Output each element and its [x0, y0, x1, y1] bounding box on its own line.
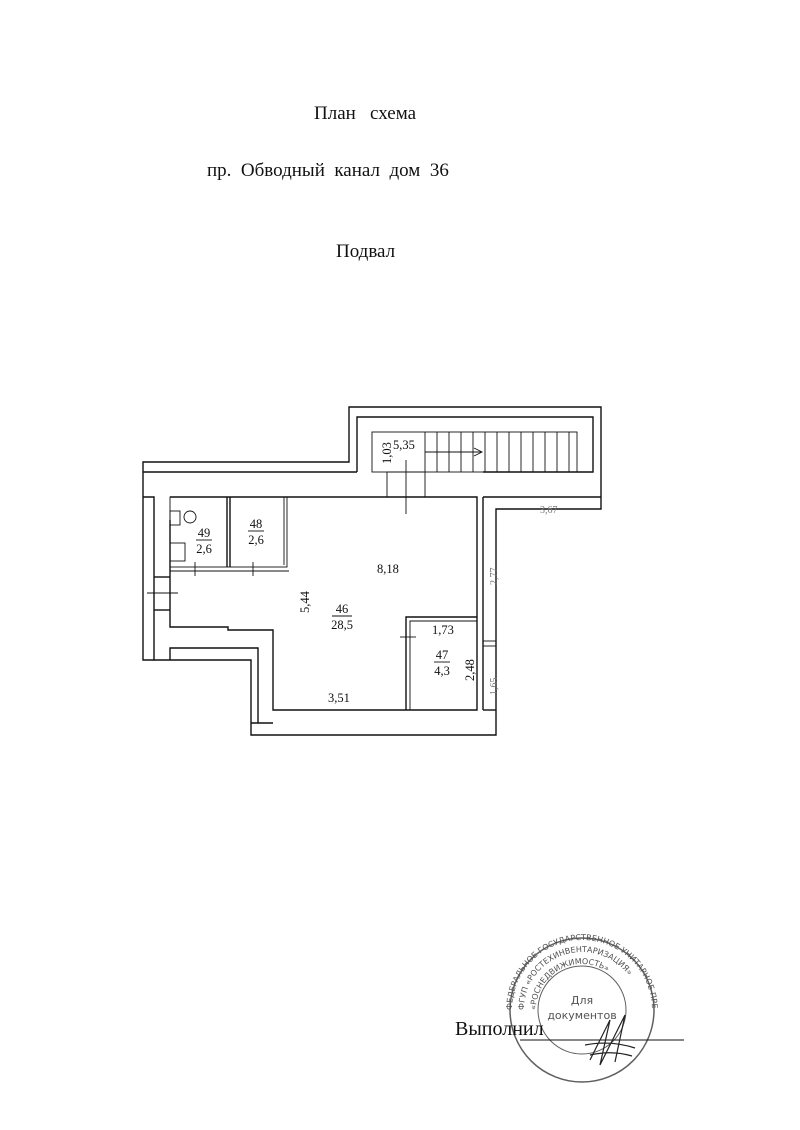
room-48-area: 2,6 — [248, 533, 264, 547]
toilet-icon — [169, 510, 197, 526]
dim-room47-length: 2,48 — [463, 659, 477, 681]
signature — [584, 1014, 636, 1066]
address: пр. Обводный канал дом 36 — [207, 160, 449, 181]
stair-steps — [424, 432, 570, 472]
dim-room47-width: 1,73 — [432, 623, 454, 637]
room-48-number: 48 — [250, 517, 263, 531]
dim-room46-length: 8,18 — [377, 562, 399, 576]
room-47-number: 47 — [436, 648, 449, 662]
signed-label: Выполнил — [455, 1018, 544, 1040]
dimension-labels: 1,03 5,35 8,18 5,44 3,51 1,73 2,48 3,67 … — [298, 438, 558, 705]
room-47-area: 4,3 — [434, 664, 450, 678]
room-labels: 49 2,6 48 2,6 46 28,5 47 4,3 — [196, 517, 450, 678]
walls — [142, 406, 602, 736]
dim-corridor-side: 2,77 — [489, 568, 500, 586]
stamp-center-2: документов — [547, 1009, 616, 1022]
official-stamp: ФЕДЕРАЛЬНОЕ ГОСУДАРСТВЕННОЕ УНИТАРНОЕ ПР… — [0, 0, 659, 1083]
dim-corridor-low: 1,65 — [489, 678, 500, 696]
room-49-number: 49 — [198, 526, 211, 540]
stamp-outer-text: ФЕДЕРАЛЬНОЕ ГОСУДАРСТВЕННОЕ УНИТАРНОЕ ПР… — [0, 0, 659, 1010]
dim-room46-width: 5,44 — [298, 590, 312, 613]
dim-stair-width: 1,03 — [380, 442, 394, 464]
room-46-number: 46 — [336, 602, 349, 616]
dim-stair-length: 5,35 — [393, 438, 415, 452]
page-title: План схема — [314, 103, 417, 124]
svg-text:ФЕДЕРАЛЬНОЕ ГОСУДАРСТВЕННОЕ УН: ФЕДЕРАЛЬНОЕ ГОСУДАРСТВЕННОЕ УНИТАРНОЕ ПР… — [0, 0, 659, 1010]
dim-room46-bottom: 3,51 — [328, 691, 350, 705]
floor-name: Подвал — [336, 241, 396, 262]
sink-icon — [169, 542, 186, 562]
room-49-area: 2,6 — [196, 542, 212, 556]
stamp-center-1: Для — [571, 994, 593, 1007]
dim-corridor-top: 3,67 — [540, 505, 558, 516]
room-46-area: 28,5 — [331, 618, 353, 632]
